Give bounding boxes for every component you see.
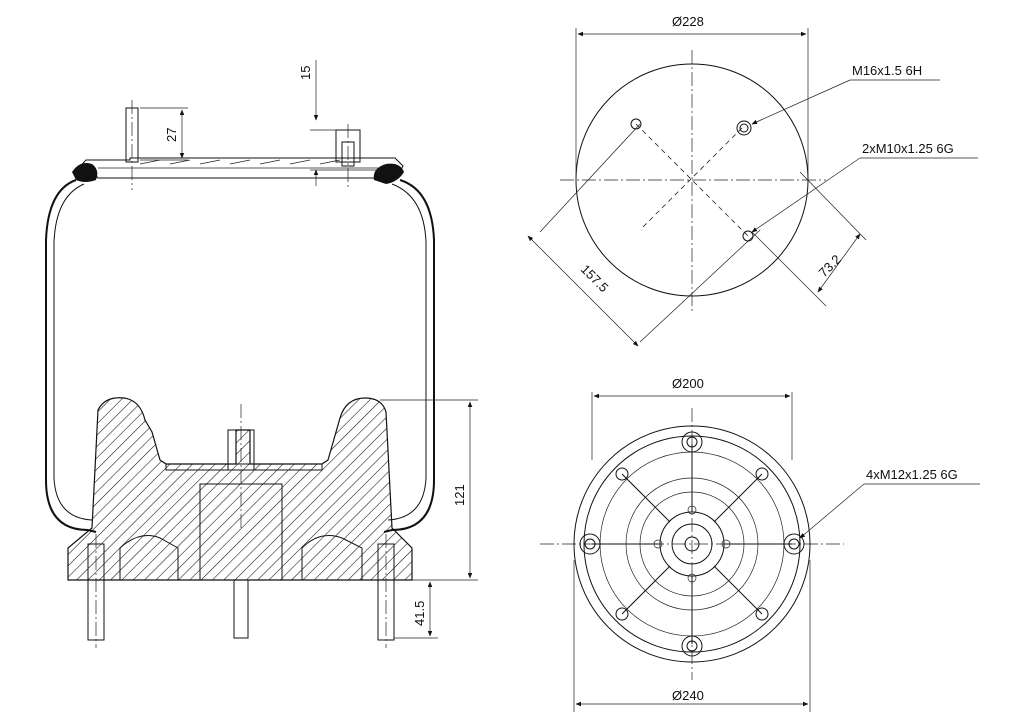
dim-157-5-label: 157.5 — [578, 262, 612, 296]
dim-73-2-label: 73.2 — [816, 252, 845, 281]
stud-hole-1 — [630, 118, 642, 130]
dim-27-label: 27 — [164, 128, 179, 142]
callout-m16: M16x1.5 6H — [751, 63, 940, 125]
callout-m12-label: 4xM12x1.25 6G — [866, 467, 958, 482]
dim-121-label: 121 — [452, 484, 467, 506]
callout-m12: 4xM12x1.25 6G — [799, 467, 980, 539]
bellow-outer-right — [383, 179, 435, 533]
bead-right — [373, 163, 404, 184]
bolt-hole-left — [579, 533, 601, 555]
top-stud-left — [125, 100, 139, 190]
dim-200: Ø200 — [591, 376, 793, 460]
bolt-hole-top — [681, 431, 703, 453]
dim-157-5: 157.5 — [527, 235, 639, 347]
bosses — [615, 467, 769, 621]
dim-228: Ø228 — [575, 14, 809, 180]
dim-41-5-label: 41.5 — [412, 601, 427, 626]
dim-15: 15 — [298, 60, 380, 186]
top-view: Ø228 M16x1.5 6H 2xM10x1.25 6G 157.5 73.2 — [527, 14, 978, 347]
pocket-left — [119, 535, 179, 581]
bolt-hole-bottom — [681, 635, 703, 657]
callout-m16-label: M16x1.5 6H — [852, 63, 922, 78]
callout-m10: 2xM10x1.25 6G — [751, 141, 978, 233]
bottom-center-stud — [233, 579, 249, 639]
dim-121: 121 — [380, 399, 478, 581]
bolt-hole-right — [783, 533, 805, 555]
air-fitting-hole — [736, 120, 752, 136]
side-view: 15 27 121 41.5 — [45, 60, 478, 648]
bottom-view: Ø200 Ø240 4xM12x1.25 6G — [540, 376, 980, 712]
stud-hole-2 — [742, 230, 754, 242]
dim-200-label: Ø200 — [672, 376, 704, 391]
callout-m10-label: 2xM10x1.25 6G — [862, 141, 954, 156]
dim-27: 27 — [140, 107, 188, 161]
bead-left — [72, 163, 98, 182]
bellow-outer — [45, 179, 97, 533]
ribs — [592, 444, 792, 644]
dim-240: Ø240 — [573, 560, 811, 712]
dim-240-label: Ø240 — [672, 688, 704, 703]
dim-73-2: 73.2 — [751, 171, 867, 307]
top-stud-right — [335, 124, 361, 190]
dim-15-label: 15 — [298, 66, 313, 80]
pocket-right — [301, 535, 363, 581]
dim-228-label: Ø228 — [672, 14, 704, 29]
dim-41-5: 41.5 — [394, 581, 438, 639]
